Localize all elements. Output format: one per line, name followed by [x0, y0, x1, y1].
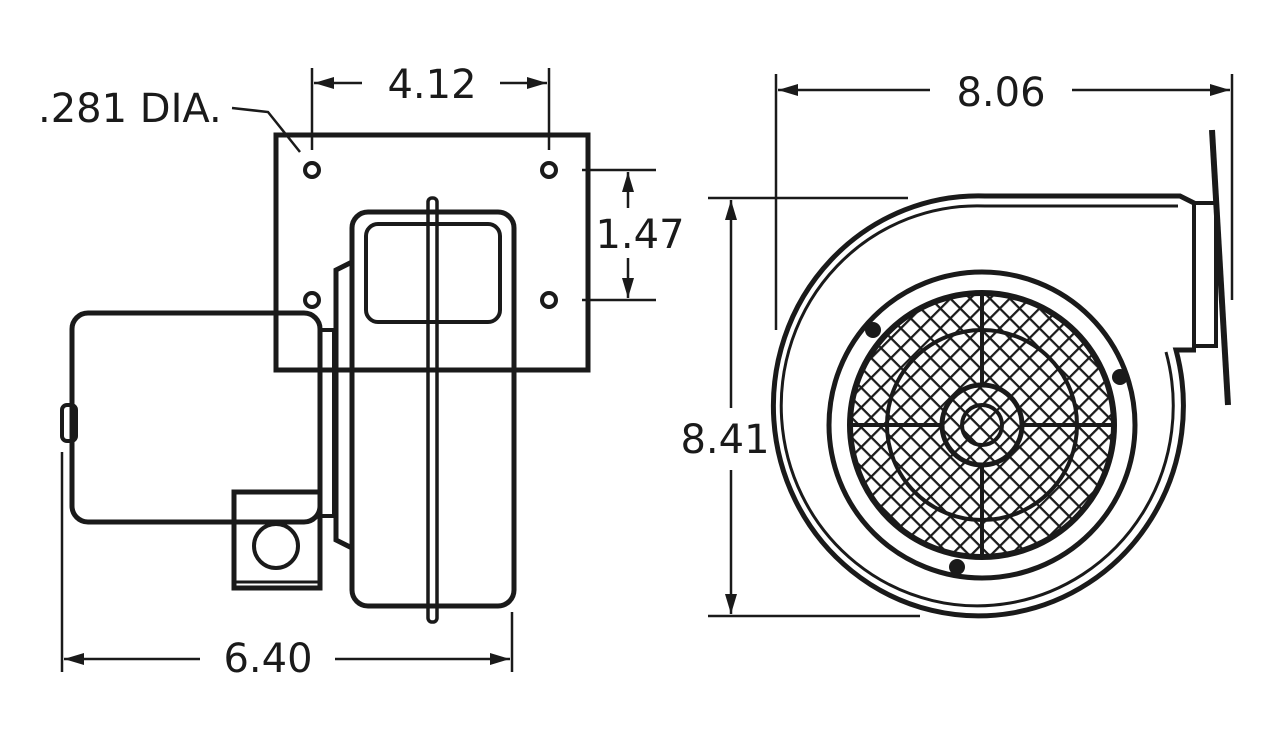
dim-label-width: 8.06 — [956, 70, 1045, 116]
mounting-plate-edge — [1209, 129, 1231, 406]
grille-bolt — [949, 559, 965, 575]
blower-housing — [349, 209, 517, 609]
housing-seam — [426, 196, 439, 624]
junction-box — [231, 489, 323, 591]
dim-label-hole-spacing-v: 1.47 — [595, 212, 684, 258]
housing-flange — [333, 259, 354, 551]
front-view — [770, 129, 1231, 619]
dim-label-hole-spacing-h: 4.12 — [387, 62, 476, 108]
scroll-housing-outer — [770, 193, 1198, 619]
motor-nub — [60, 403, 78, 443]
dim-8-06: 8.06 — [774, 70, 1234, 330]
scroll-housing-inner — [779, 204, 1178, 608]
side-view — [60, 132, 591, 624]
outlet-flange — [1192, 201, 1218, 348]
dim-8-41: 8.41 — [680, 196, 920, 618]
dim-hole-diameter: .281 DIA. — [38, 86, 301, 153]
dim-1-47: 1.47 — [582, 168, 685, 302]
mounting-hole — [303, 291, 321, 309]
dim-6-40: 6.40 — [60, 452, 514, 682]
mounting-hole — [540, 161, 558, 179]
grille-bolt — [865, 322, 881, 338]
dim-label-hole-diameter: .281 DIA. — [38, 86, 222, 132]
mounting-hole — [303, 161, 321, 179]
dim-label-height: 8.41 — [680, 417, 769, 463]
outlet-window — [364, 222, 502, 324]
dim-label-depth: 6.40 — [223, 636, 312, 682]
conduit-knockout — [252, 522, 300, 570]
grille-bolt — [1112, 369, 1128, 385]
mounting-holes — [303, 161, 558, 309]
motor-hub — [939, 382, 1025, 468]
dim-4-12: 4.12 — [310, 62, 551, 150]
mounting-hole — [540, 291, 558, 309]
mounting-plate — [273, 132, 591, 373]
inlet-ring — [826, 269, 1138, 581]
